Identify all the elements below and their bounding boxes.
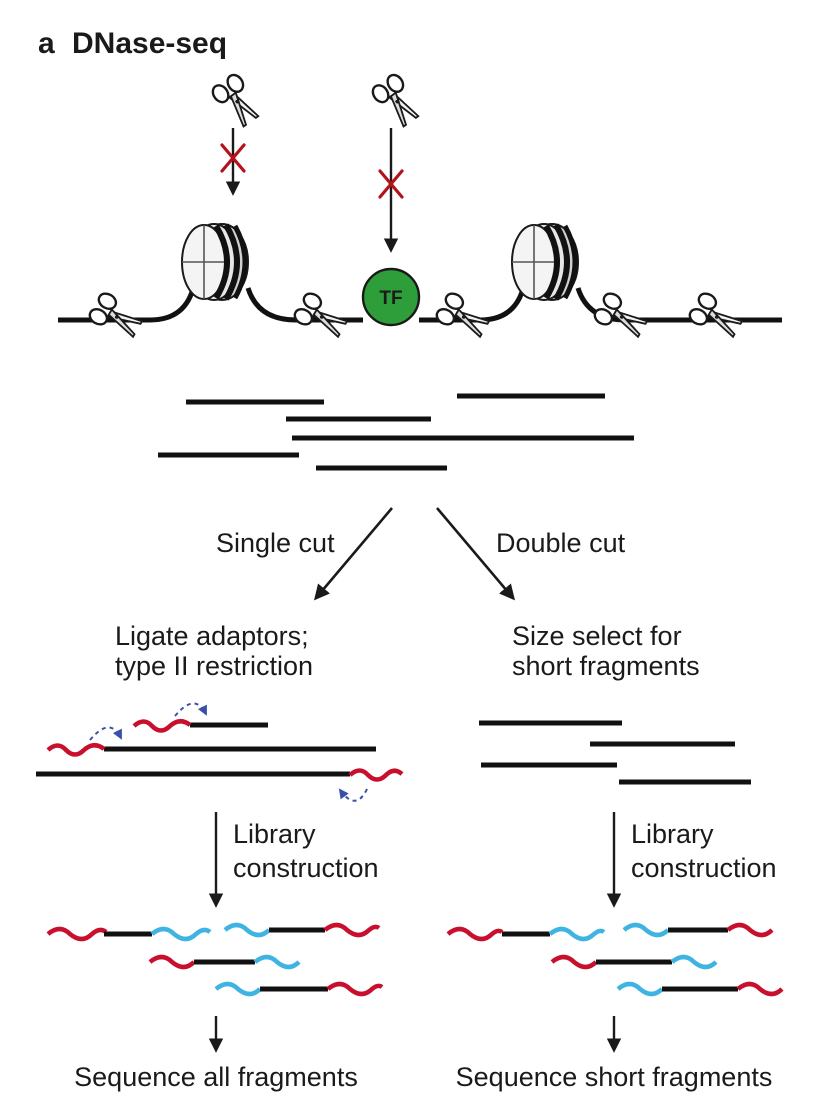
red-adaptor (132, 719, 192, 733)
left-step-line2: type II restriction (115, 651, 313, 681)
dna-strand (58, 284, 782, 323)
scissors-icon (432, 289, 494, 345)
scissors-icon (368, 70, 426, 132)
panel-title: DNase-seq (72, 27, 227, 60)
tf-label: TF (379, 288, 402, 309)
panel-letter: a (38, 27, 55, 60)
red-adaptor (726, 922, 774, 938)
single-cut-arrow (313, 507, 393, 601)
right-final-label: Sequence short fragments (456, 1062, 773, 1092)
scissors-icon (208, 70, 266, 132)
blue-adaptor (616, 981, 664, 997)
red-adaptor (736, 981, 784, 997)
nucleosome-icon (512, 224, 578, 300)
right-step-line2: short fragments (512, 651, 700, 681)
red-adaptor (348, 768, 404, 782)
blue-adaptor (223, 922, 271, 938)
blue-adaptor (670, 954, 718, 970)
dashed-arrow (338, 788, 368, 802)
blue-adaptor (622, 922, 670, 938)
short-fragments (479, 720, 751, 785)
right-step-line1: Size select for (512, 621, 682, 651)
left-final-label: Sequence all fragments (74, 1062, 358, 1092)
right-library-line1: Library (631, 819, 714, 849)
scissors-icon (685, 289, 747, 345)
single-cut-label: Single cut (216, 528, 335, 558)
red-adaptor (148, 954, 196, 970)
double-cut-arrow (436, 507, 516, 601)
scissors-icon (590, 289, 652, 345)
fragment-pool (158, 393, 634, 471)
scissors-icon (290, 289, 352, 345)
right-library-line2: construction (631, 853, 777, 883)
red-adaptor (46, 926, 108, 942)
red-adaptor (323, 922, 381, 938)
left-library (46, 922, 384, 997)
nucleosome-icon (182, 224, 248, 300)
double-cut-label: Double cut (496, 528, 626, 558)
left-library-line2: construction (233, 853, 379, 883)
red-adaptor (446, 926, 504, 942)
left-step-line1: Ligate adaptors; (115, 621, 309, 651)
dashed-arrow (89, 726, 122, 741)
blue-adaptor (150, 926, 212, 942)
right-library (446, 922, 784, 997)
tf-protein: TF (361, 267, 421, 327)
dashed-arrow (174, 702, 207, 717)
blue-adaptor (214, 981, 262, 997)
red-adaptor (46, 743, 106, 757)
red-adaptor (326, 981, 384, 997)
blue-adaptor (548, 926, 606, 942)
adaptor-ligation (36, 702, 404, 802)
scissors-icon (85, 289, 147, 345)
blue-adaptor (253, 954, 301, 970)
red-adaptor (550, 954, 598, 970)
left-library-line1: Library (233, 819, 316, 849)
